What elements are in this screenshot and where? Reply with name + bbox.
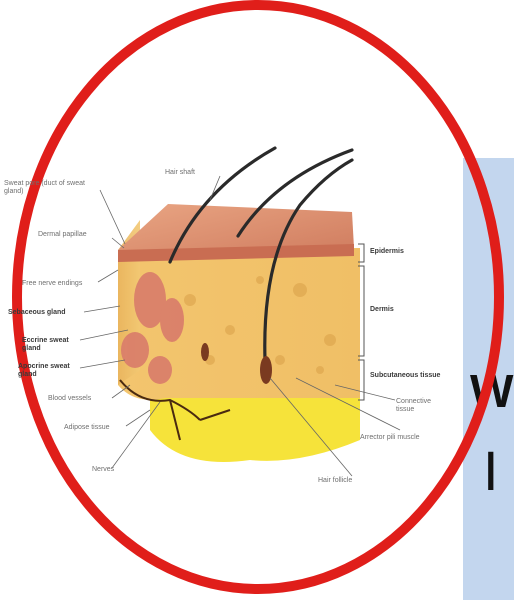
label-connective-tissue: Connective tissue [396,398,446,414]
label-subcutaneous: Subcutaneous tissue [370,372,448,380]
label-nerves: Nerves [92,466,114,474]
label-apocrine-gland: Apocrine sweat gland [18,363,80,379]
label-dermal-papillae: Dermal papillae [38,231,87,239]
label-hair-follicle: Hair follicle [318,477,352,485]
label-blood-vessels: Blood vessels [48,395,91,403]
label-sweat-pore: Sweat pore (duct of sweat gland) [4,180,100,196]
label-adipose-tissue: Adipose tissue [64,424,110,432]
hair-follicle [260,356,272,384]
label-dermis: Dermis [370,306,394,314]
label-arrector-pili: Arrector pili muscle [360,434,420,442]
label-epidermis: Epidermis [370,248,404,256]
label-eccrine-gland: Eccrine sweat gland [22,337,82,353]
label-sebaceous-gland: Sebaceous gland [8,309,66,317]
label-hair-shaft: Hair shaft [165,169,195,177]
label-free-nerve-endings: Free nerve endings [22,280,82,288]
hair-follicle-2 [201,343,209,361]
